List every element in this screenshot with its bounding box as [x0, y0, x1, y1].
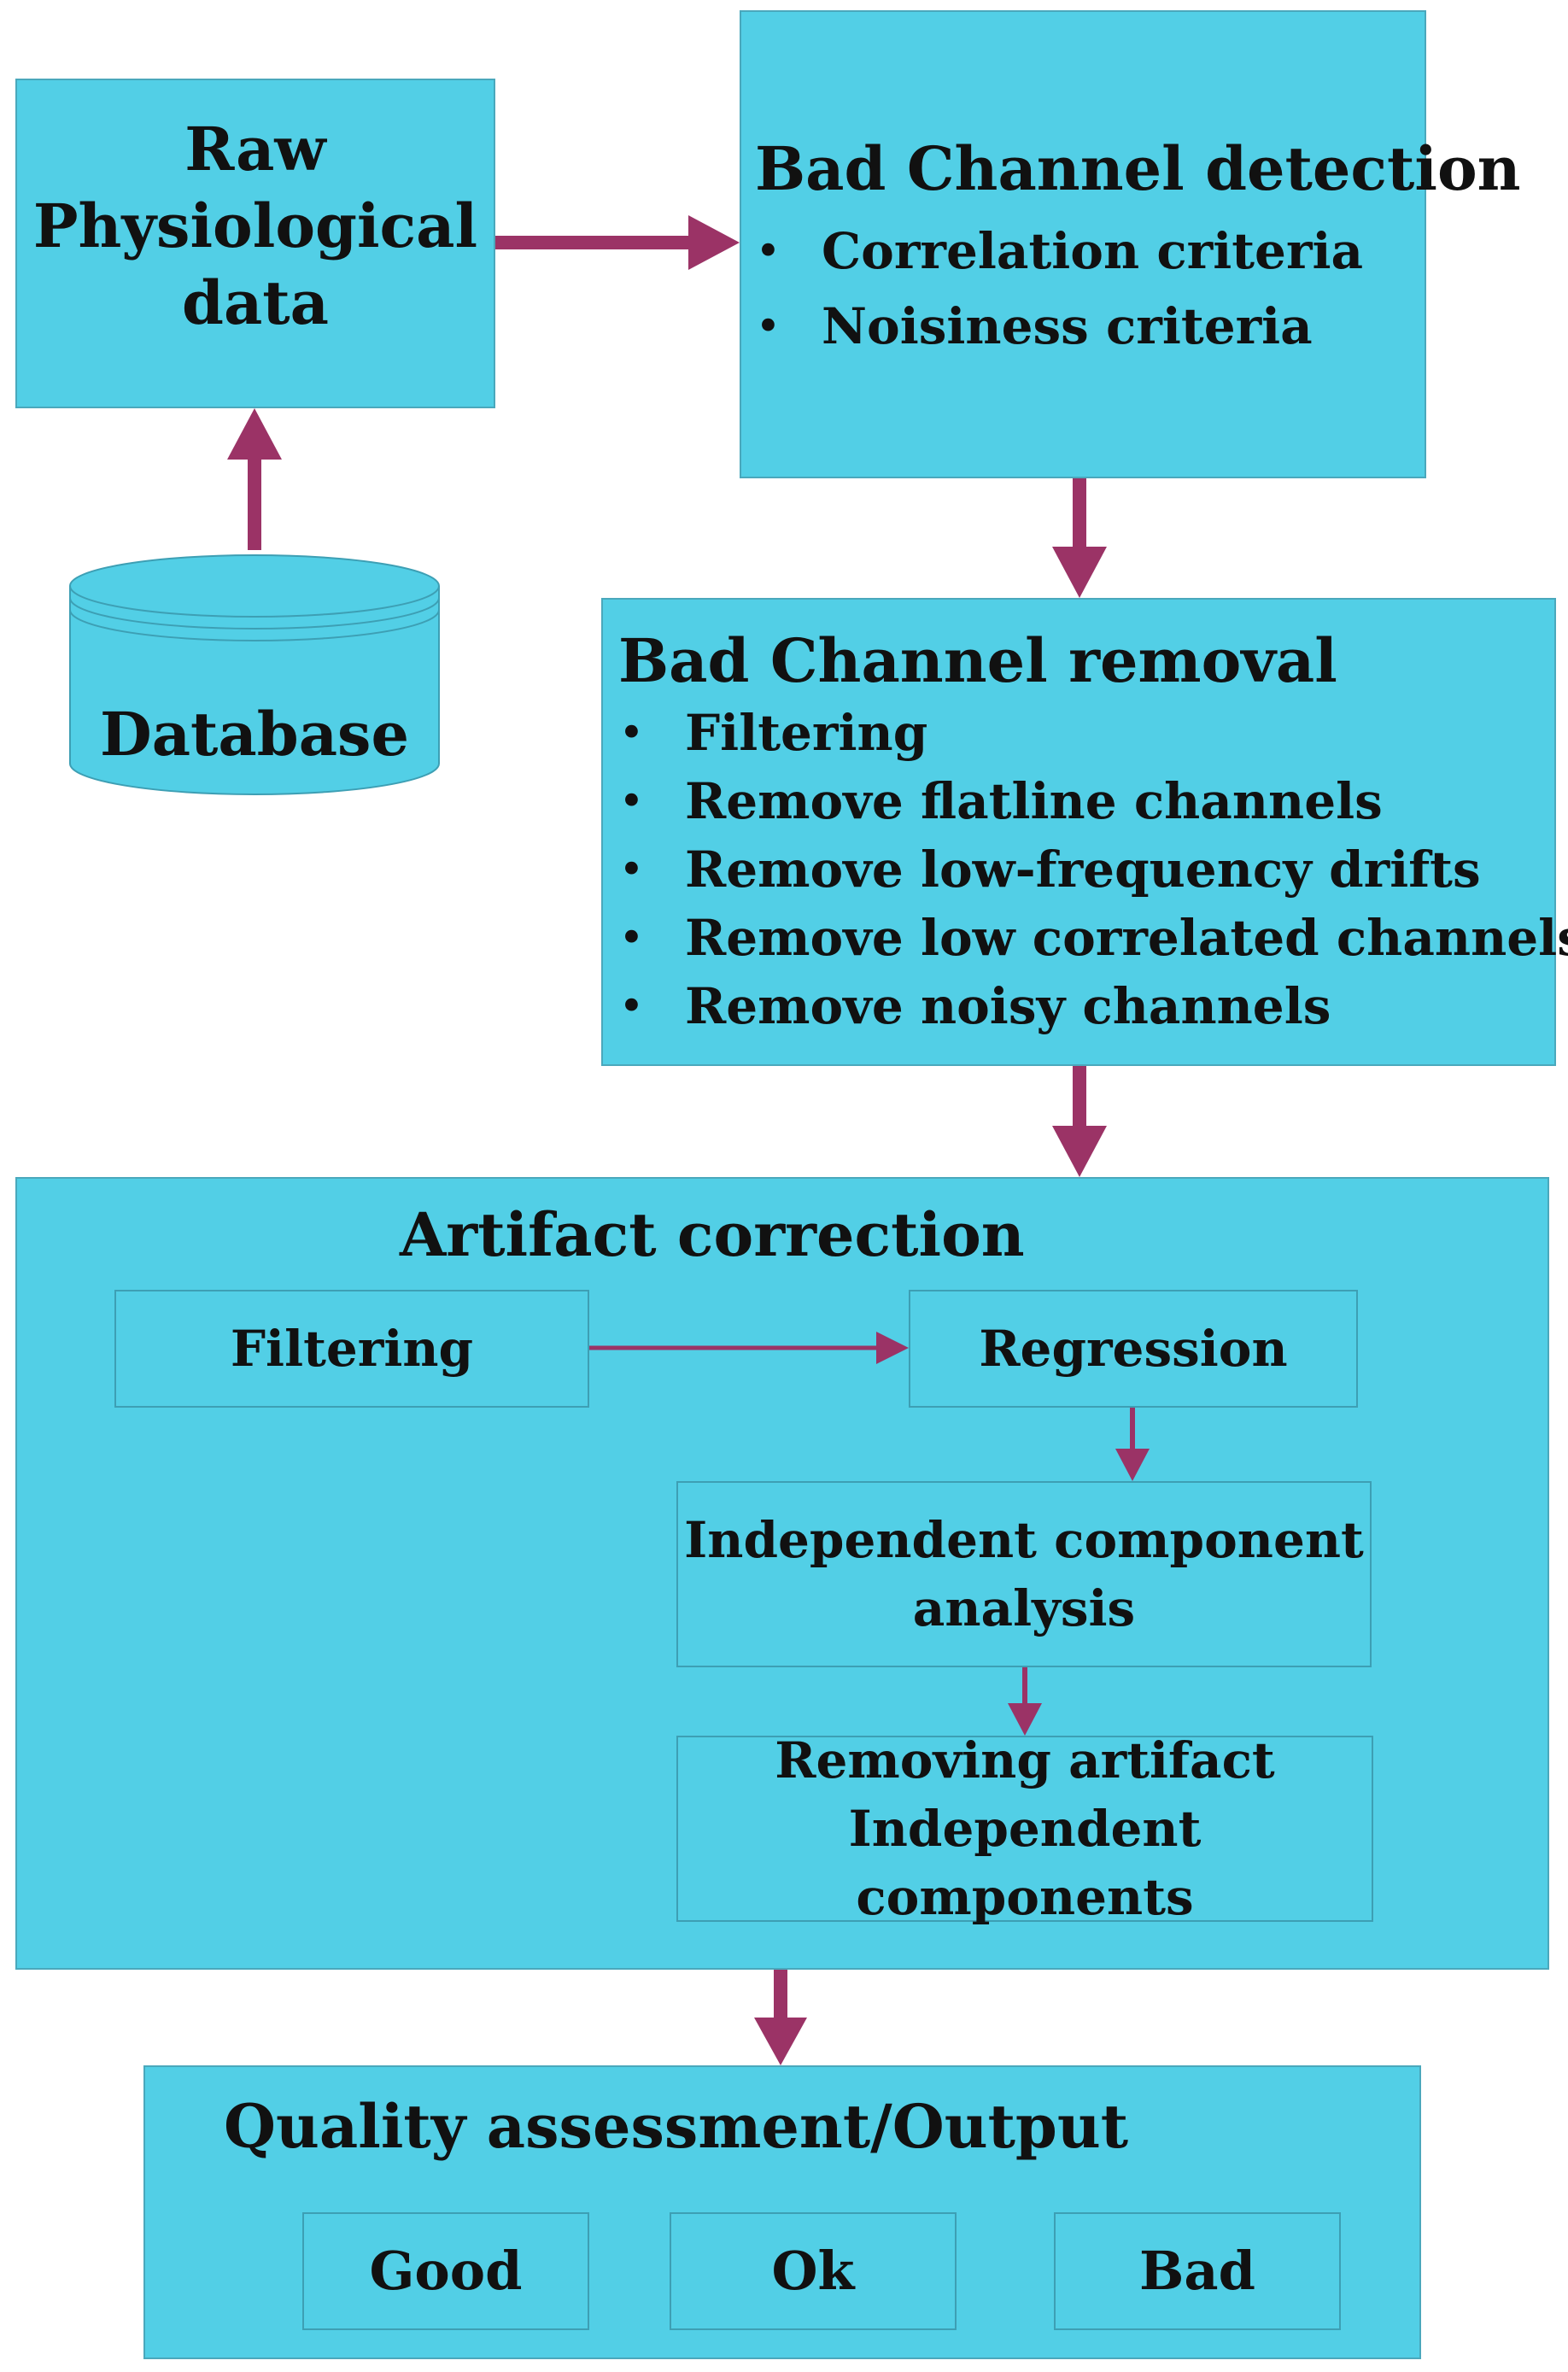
ica-line-2: analysis — [912, 1579, 1136, 1637]
quality-bad: Bad — [1054, 2212, 1341, 2330]
detection-criteria-list: Correlation criteria Noisiness criteria — [757, 214, 1363, 364]
raw-data-line-2: Physiological — [32, 190, 478, 261]
ica-line-1: Independent component — [684, 1511, 1364, 1569]
ica-step: Independent component analysis — [676, 1481, 1372, 1667]
arrow-database-to-raw-head — [227, 408, 282, 460]
removing-artifact-line-1: Removing artifact — [775, 1731, 1275, 1789]
arrow-raw-to-detection-head — [688, 215, 740, 270]
arrow-ica-to-removing — [1008, 1667, 1042, 1736]
removal-step-item: Remove low correlated channels — [620, 904, 1568, 972]
arrow-filtering-to-regression — [589, 1332, 909, 1364]
removal-step-item: Remove noisy channels — [620, 972, 1568, 1040]
artifact-correction-title: Artifact correction — [400, 1199, 1025, 1270]
arrow-removal-to-artifact-head — [1052, 1126, 1107, 1177]
removal-step-item: Remove low-frequency drifts — [620, 835, 1568, 904]
bad-channel-removal-title: Bad Channel removal — [618, 625, 1337, 696]
bad-channel-detection-title: Bad Channel detection — [755, 133, 1521, 204]
raw-data-box: Raw Physiological data — [15, 79, 495, 408]
arrow-ica-to-removing-head — [1008, 1703, 1042, 1736]
arrow-detection-to-removal — [1052, 478, 1107, 598]
arrow-regression-to-ica — [1115, 1408, 1150, 1481]
regression-step: Regression — [909, 1290, 1358, 1408]
detection-criteria-item: Noisiness criteria — [757, 289, 1363, 364]
quality-assessment-title: Quality assessment/Output — [224, 2091, 1129, 2162]
quality-good: Good — [302, 2212, 589, 2330]
removal-step-item: Remove flatline channels — [620, 767, 1568, 835]
arrow-removal-to-artifact — [1052, 1066, 1107, 1177]
bad-channel-detection-box: Bad Channel detection Correlation criter… — [740, 10, 1521, 478]
arrow-artifact-to-quality — [754, 1970, 807, 2065]
arrow-regression-to-ica-head — [1115, 1449, 1150, 1481]
database-label: Database — [100, 699, 409, 770]
arrow-detection-to-removal-head — [1052, 547, 1107, 598]
arrow-raw-to-detection — [495, 215, 740, 270]
removing-artifact-line-2: Independent components — [848, 1800, 1202, 1926]
arrow-database-to-raw — [227, 408, 282, 550]
arrow-artifact-to-quality-head — [754, 2018, 807, 2065]
filtering-step: Filtering — [114, 1290, 589, 1408]
removing-artifact-step: Removing artifact Independent components — [676, 1731, 1373, 1926]
database-icon — [69, 554, 440, 795]
removal-steps-list: Filtering Remove flatline channels Remov… — [620, 699, 1568, 1040]
removal-step-item: Filtering — [620, 699, 1568, 767]
quality-ok: Ok — [670, 2212, 957, 2330]
raw-data-line-1: Raw — [184, 114, 326, 184]
arrow-filtering-to-regression-head — [876, 1332, 909, 1364]
raw-data-line-3: data — [182, 267, 329, 338]
bad-channel-removal-box: Bad Channel removal Filtering Remove fla… — [601, 598, 1568, 1066]
detection-criteria-item: Correlation criteria — [757, 214, 1363, 289]
artifact-correction-box: Artifact correction — [15, 1177, 1549, 1970]
